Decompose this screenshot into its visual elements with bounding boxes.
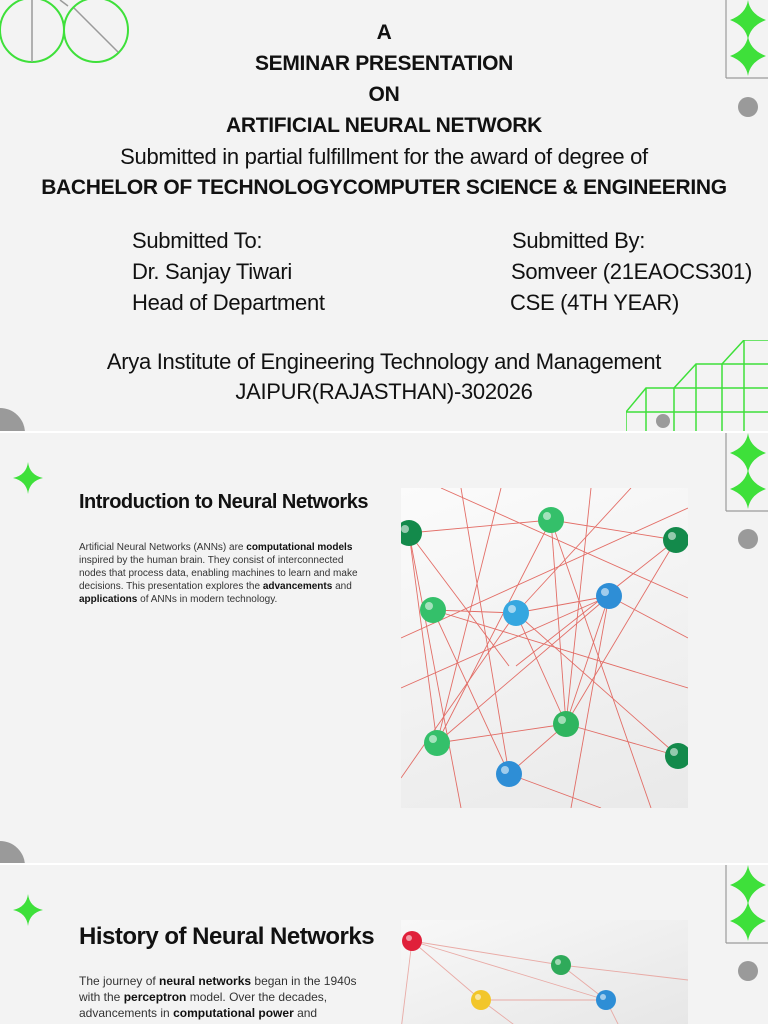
submitted-to-role: Head of Department (132, 290, 325, 315)
history-slide: History of Neural Networks The journey o… (0, 865, 768, 1024)
pin-network-illustration-icon (401, 488, 688, 808)
gray-dot-icon (738, 529, 758, 549)
institute-name: Arya Institute of Engineering Technology… (106, 349, 662, 374)
half-circle-decoration-icon (0, 841, 25, 863)
sparkle-decoration-icon (725, 0, 768, 79)
submitted-to-name: Dr. Sanjay Tiwari (132, 259, 292, 284)
submitted-to-heading: Submitted To: (132, 228, 263, 253)
gray-dot-icon (738, 97, 758, 117)
submitted-by-role: CSE (4TH YEAR) (510, 290, 679, 315)
heading-on: ON (368, 83, 400, 106)
slide-title: History of Neural Networks (79, 923, 375, 950)
submitted-by-heading: Submitted By: (512, 228, 646, 253)
intro-slide: Introduction to Neural Networks Artifici… (0, 433, 768, 863)
sparkle-decoration-icon (725, 865, 768, 944)
neural-network-pins-photo (401, 488, 688, 808)
gray-dot-icon (738, 961, 758, 981)
circles-decoration-icon (0, 0, 129, 63)
institute-city: JAIPUR(RAJASTHAN)-302026 (235, 379, 533, 404)
heading-a: A (376, 21, 392, 44)
intro-paragraph: Artificial Neural Networks (ANNs) are co… (79, 542, 358, 605)
degree-line: BACHELOR OF TECHNOLOGYCOMPUTER SCIENCE &… (41, 176, 727, 199)
pin-network-illustration-icon (401, 931, 688, 1024)
submitted-by-name: Somveer (21EAOCS301) (511, 259, 752, 284)
history-paragraph: The journey of neural networks began in … (79, 974, 357, 1020)
slide-title: Introduction to Neural Networks (79, 491, 368, 513)
stair-grid-decoration-icon (626, 340, 768, 431)
sparkle-decoration-icon (725, 433, 768, 512)
heading-seminar: SEMINAR PRESENTATION (254, 52, 514, 75)
title-slide: A SEMINAR PRESENTATION ON ARTIFICIAL NEU… (0, 0, 768, 431)
sparkle-icon (13, 894, 43, 926)
heading-topic: ARTIFICIAL NEURAL NETWORK (225, 114, 543, 137)
half-circle-decoration-icon (0, 408, 25, 431)
submitted-line: Submitted in partial fulfillment for the… (120, 144, 648, 169)
colored-pins-photo (401, 920, 688, 1024)
sparkle-icon (13, 462, 43, 494)
